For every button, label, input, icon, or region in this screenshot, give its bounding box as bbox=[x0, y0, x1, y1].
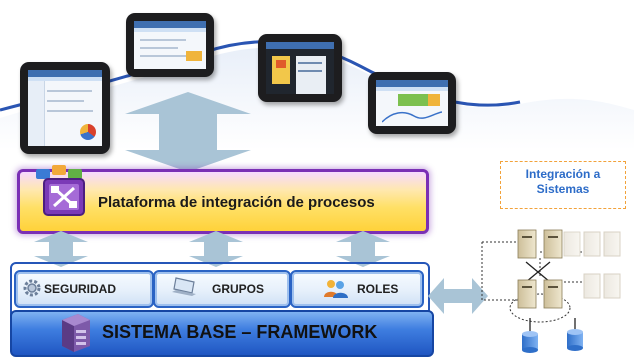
gear-icon bbox=[23, 279, 41, 297]
platform-title: Plataforma de integración de procesos bbox=[98, 194, 375, 211]
laptop-icon bbox=[172, 277, 196, 296]
module-groups-label: GRUPOS bbox=[212, 282, 265, 296]
module-roles-label: ROLES bbox=[357, 282, 399, 296]
integration-label-box bbox=[500, 161, 626, 209]
module-security bbox=[14, 270, 154, 308]
integration-title-line2: Sistemas bbox=[536, 182, 590, 196]
arrow-platform-security bbox=[34, 231, 88, 267]
module-security-label: SEGURIDAD bbox=[44, 282, 117, 296]
arrow-platform-roles bbox=[336, 231, 390, 267]
platform-app-icon bbox=[36, 165, 85, 216]
server-cube-icon bbox=[62, 314, 90, 352]
bidirectional-arrow-large bbox=[125, 92, 251, 172]
base-system-title: SISTEMA BASE – FRAMEWORK bbox=[102, 322, 378, 342]
tablet-screenshot-4 bbox=[368, 72, 456, 134]
integration-title: Integración a Sistemas bbox=[500, 167, 626, 197]
users-icon bbox=[324, 280, 348, 298]
tablet-screenshot-2 bbox=[126, 13, 214, 77]
tablet-screenshot-1 bbox=[20, 62, 110, 154]
integration-title-line1: Integración a bbox=[525, 167, 601, 181]
process-integration-platform bbox=[17, 169, 429, 234]
tablet-screenshot-3 bbox=[258, 34, 342, 102]
module-roles bbox=[290, 270, 424, 308]
server-network bbox=[481, 229, 621, 353]
arrow-platform-groups bbox=[189, 231, 243, 267]
bidirectional-arrow-integration bbox=[428, 278, 488, 314]
